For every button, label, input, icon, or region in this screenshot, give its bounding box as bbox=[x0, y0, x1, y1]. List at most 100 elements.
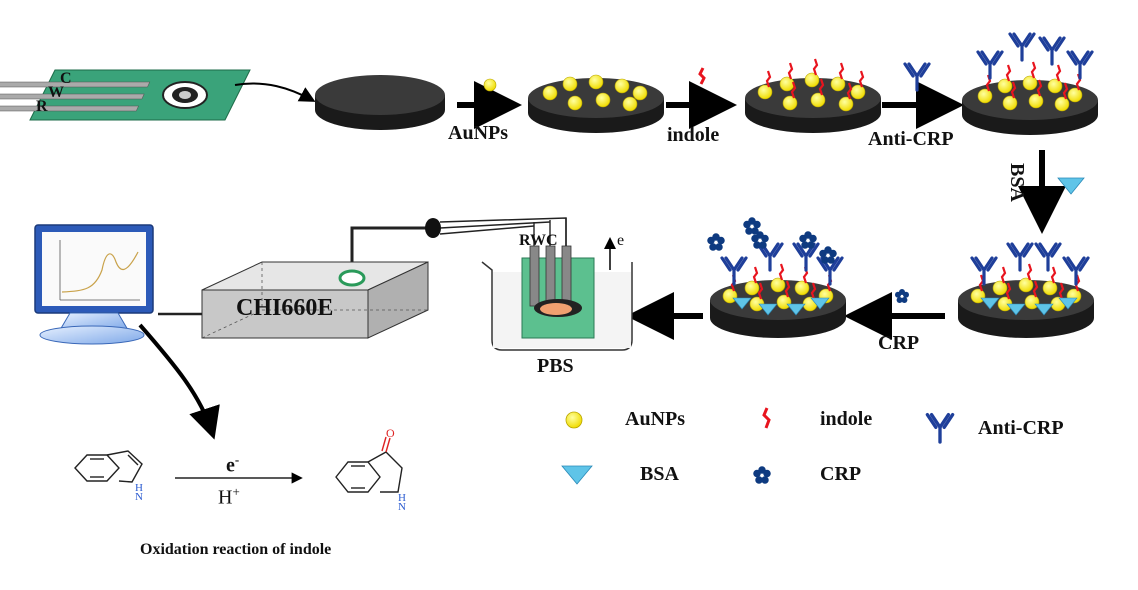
aunp bbox=[1022, 75, 1038, 91]
reaction-electron-charge: - bbox=[234, 452, 240, 467]
aunp bbox=[830, 76, 846, 92]
indole-linker bbox=[757, 282, 764, 300]
aunp bbox=[997, 78, 1013, 94]
reaction-proton-label: H+ bbox=[218, 484, 240, 510]
label-crp-step: CRP bbox=[878, 332, 920, 354]
disk-indole bbox=[745, 58, 881, 133]
indole-linker bbox=[1062, 82, 1069, 100]
label-instrument: CHI660E bbox=[236, 295, 334, 321]
aunp bbox=[632, 85, 648, 101]
antibody bbox=[976, 50, 1004, 80]
indole-linker bbox=[787, 62, 794, 80]
aunp bbox=[782, 95, 798, 111]
indole-linker bbox=[1005, 282, 1012, 300]
aunp bbox=[588, 74, 604, 90]
indole-linker bbox=[1000, 266, 1007, 284]
antibody bbox=[1034, 242, 1062, 272]
electrode-label-w: W bbox=[48, 84, 64, 101]
arrow-to-reaction bbox=[138, 323, 220, 440]
reaction-electron: e bbox=[226, 454, 235, 477]
legend-antibody-icon bbox=[925, 413, 955, 444]
aunp bbox=[1054, 96, 1070, 112]
legend-bsa-icon bbox=[561, 465, 593, 485]
crp bbox=[753, 466, 771, 484]
label-electron-flow: e bbox=[617, 232, 625, 249]
aunp bbox=[1028, 93, 1044, 109]
reaction-caption: Oxidation reaction of indole bbox=[140, 541, 332, 558]
indole-linker bbox=[1005, 64, 1012, 82]
aunp bbox=[779, 76, 795, 92]
electrode-label-c: C bbox=[60, 70, 72, 87]
legend-aunp-icon bbox=[565, 411, 583, 429]
electrode-label-r: R bbox=[36, 98, 48, 115]
indole-structure bbox=[74, 450, 143, 483]
aunp bbox=[1047, 78, 1063, 94]
legend-aunps-label: AuNPs bbox=[625, 408, 686, 430]
legend-anti-crp-label: Anti-CRP bbox=[978, 417, 1064, 439]
antibody bbox=[756, 242, 784, 272]
aunp bbox=[1002, 95, 1018, 111]
oxindole-nh-label: H N bbox=[398, 492, 406, 513]
legend-indole-icon bbox=[762, 407, 771, 429]
bsa bbox=[732, 297, 752, 310]
electrochemical-cell bbox=[481, 218, 633, 351]
bsa bbox=[810, 297, 830, 310]
bsa bbox=[1006, 303, 1026, 316]
crp bbox=[819, 246, 837, 264]
legend-crp-label: CRP bbox=[820, 463, 862, 485]
aunp bbox=[757, 84, 773, 100]
computer-monitor bbox=[34, 224, 154, 345]
aunp bbox=[977, 88, 993, 104]
antibody bbox=[970, 256, 998, 286]
aunp bbox=[776, 294, 792, 310]
indole-linker bbox=[778, 263, 785, 281]
indole-linker bbox=[812, 58, 819, 76]
indole-linker bbox=[1058, 282, 1065, 300]
aunp bbox=[1067, 87, 1083, 103]
aunp bbox=[838, 96, 854, 112]
bsa-icon bbox=[1057, 177, 1085, 195]
indole-linker bbox=[818, 78, 825, 96]
aunp bbox=[567, 95, 583, 111]
cable bbox=[350, 217, 567, 272]
reaction-electron-label: e- bbox=[226, 452, 239, 478]
disk-aunps bbox=[528, 74, 664, 133]
bsa bbox=[1034, 303, 1054, 316]
aunp bbox=[562, 76, 578, 92]
antibody bbox=[903, 62, 931, 92]
oxindole-oxygen-label: O bbox=[386, 426, 395, 440]
indole-nh-label: H N bbox=[135, 482, 143, 503]
oxindole-structure bbox=[335, 436, 403, 493]
bsa bbox=[758, 303, 778, 316]
indole-linker bbox=[978, 274, 985, 292]
indole-linker bbox=[838, 62, 845, 80]
label-anti-crp-step: Anti-CRP bbox=[868, 128, 954, 150]
crp bbox=[895, 289, 909, 303]
antibody bbox=[720, 256, 748, 286]
reaction-proton-charge: + bbox=[232, 484, 240, 499]
reaction-proton: H bbox=[218, 486, 233, 509]
antibody-icon bbox=[903, 62, 931, 92]
potentiostat-box bbox=[201, 261, 429, 339]
indole-linker bbox=[790, 81, 797, 99]
aunp bbox=[722, 288, 738, 304]
antibody bbox=[1006, 242, 1034, 272]
label-indole-step: indole bbox=[667, 124, 720, 146]
bsa bbox=[980, 297, 1000, 310]
aunp bbox=[992, 280, 1008, 296]
indole-linker bbox=[1010, 81, 1017, 99]
antibody bbox=[1066, 50, 1094, 80]
legend-indole-label: indole bbox=[820, 408, 873, 430]
indole-linker bbox=[765, 70, 772, 88]
aunp bbox=[622, 96, 638, 112]
label-aunps-step: AuNPs bbox=[448, 122, 509, 144]
aunp bbox=[1024, 294, 1040, 310]
legend-bsa-label: BSA bbox=[640, 463, 679, 485]
label-rwc: RWC bbox=[519, 232, 558, 249]
crp bbox=[751, 231, 769, 249]
crp bbox=[707, 233, 725, 251]
disk-crp bbox=[707, 217, 846, 338]
indole-linker bbox=[1032, 280, 1039, 298]
aunp bbox=[970, 288, 986, 304]
